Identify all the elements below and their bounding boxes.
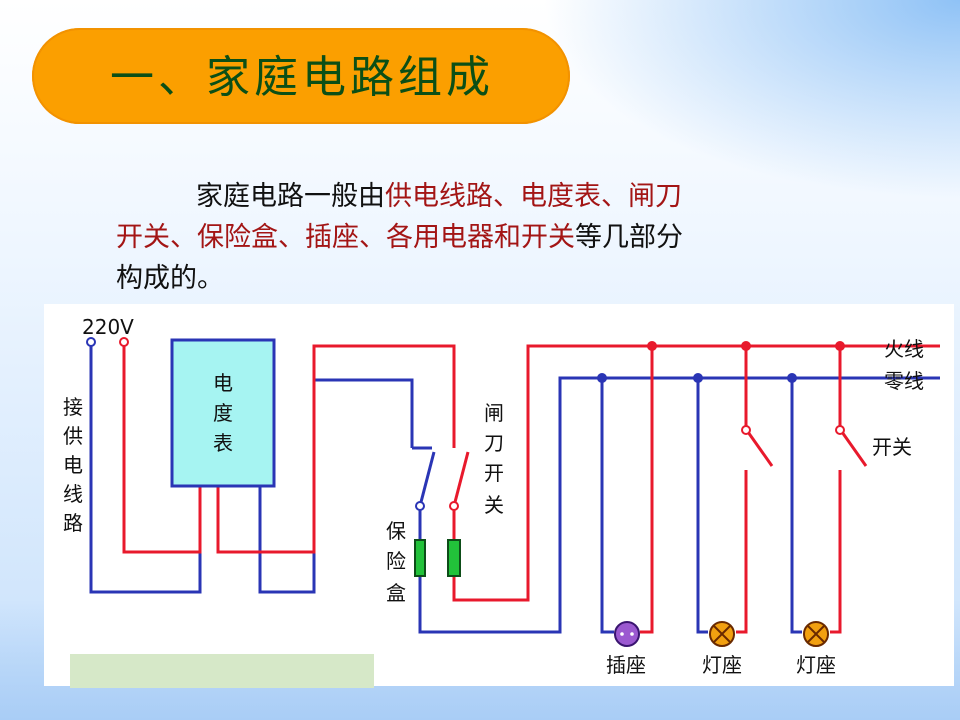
supply-label-char: 路 (63, 511, 83, 535)
terminal-icon (415, 501, 425, 511)
intro-highlight: 供电线路、电度表、闸刀 (385, 181, 682, 212)
terminal-icon (741, 425, 751, 435)
slide-title: 一、家庭电路组成 (110, 52, 494, 103)
supply-label-char: 供 (63, 424, 83, 448)
terminal-icon (86, 337, 96, 347)
lamp-switch (746, 431, 774, 467)
fuse-box-label-char: 盒 (386, 581, 406, 605)
knife-switch-blade (418, 451, 436, 507)
neutral-wire (89, 344, 940, 634)
title-banner (32, 28, 570, 124)
lamp-label: 灯座 (702, 653, 742, 677)
intro-line-1: 家庭电路一般由供电线路、电度表、闸刀 (116, 176, 816, 217)
knife-switch-label-char: 闸 (484, 401, 504, 425)
voltage-label: 220V (82, 315, 134, 339)
terminal-icon (449, 501, 459, 511)
intro-text: 家庭电路一般由 (196, 181, 385, 212)
intro-text: 等几部分 (575, 222, 683, 253)
intro-text: 构成的。 (116, 263, 224, 294)
decorative-block (70, 654, 374, 688)
neutral-wire-label: 零线 (884, 369, 924, 393)
supply-label-char: 电 (63, 453, 83, 477)
meter-label-char: 表 (213, 431, 233, 455)
lamp-icon (803, 621, 829, 647)
intro-highlight: 开关、保险盒、插座、各用电器和开关 (116, 222, 575, 253)
meter-label-char: 度 (213, 401, 233, 425)
knife-switch-blade (452, 451, 470, 507)
switch-label: 开关 (872, 435, 912, 459)
intro-line-3: 构成的。 (116, 258, 816, 299)
intro-line-2: 开关、保险盒、插座、各用电器和开关等几部分 (116, 217, 816, 258)
fuse-box-label-char: 险 (386, 549, 406, 573)
fuse-icon (447, 539, 461, 577)
socket-icon (614, 621, 640, 647)
supply-label-char: 接 (63, 395, 83, 419)
lamp-switch (840, 431, 868, 467)
meter-label-char: 电 (213, 371, 233, 395)
background-glow (540, 0, 960, 200)
junction-dots (597, 341, 845, 383)
fuse-box-label-char: 保 (386, 519, 406, 543)
terminal-icon (119, 337, 129, 347)
knife-switch-label-char: 关 (484, 493, 504, 517)
live-wire-label: 火线 (884, 337, 924, 361)
socket-label: 插座 (606, 653, 646, 677)
terminal-icon (835, 425, 845, 435)
lamp-label: 灯座 (796, 653, 836, 677)
intro-paragraph: 家庭电路一般由供电线路、电度表、闸刀 开关、保险盒、插座、各用电器和开关等几部分… (116, 176, 816, 299)
fuse-icon (414, 539, 426, 577)
supply-label-char: 线 (63, 482, 83, 506)
knife-switch-label-char: 刀 (484, 431, 504, 455)
meter-box (170, 338, 276, 488)
knife-switch-label-char: 开 (484, 461, 504, 485)
lamp-icon (709, 621, 735, 647)
